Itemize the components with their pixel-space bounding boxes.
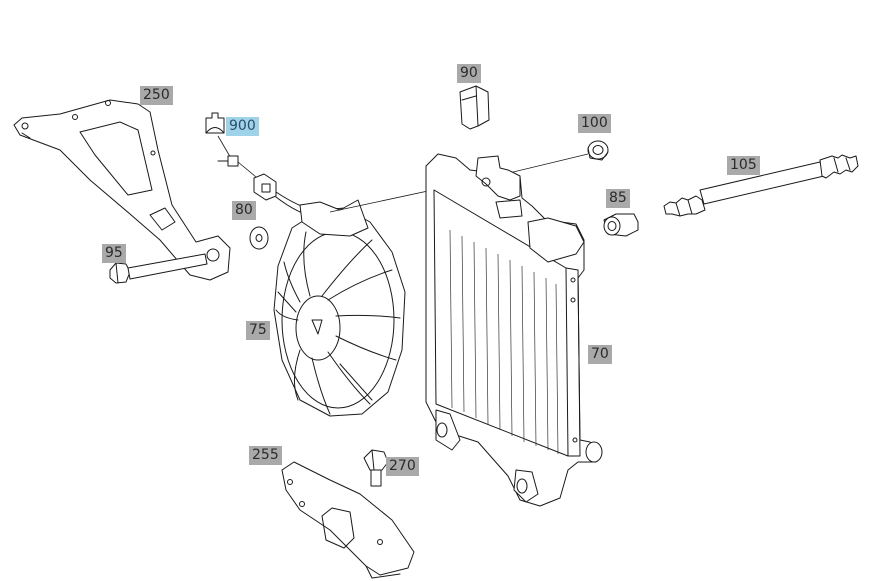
part-70-radiator[interactable] <box>425 153 603 507</box>
callout-95[interactable]: 95 <box>102 244 126 263</box>
part-250-bracket[interactable] <box>13 99 231 281</box>
part-100-nut[interactable] <box>587 140 609 161</box>
part-255-bracket[interactable] <box>281 461 415 579</box>
callout-900[interactable]: 900 <box>226 117 259 136</box>
part-900-sensor[interactable] <box>205 112 321 219</box>
callout-80[interactable]: 80 <box>232 201 256 220</box>
part-90-clip[interactable] <box>459 85 490 130</box>
callout-270[interactable]: 270 <box>386 457 419 476</box>
part-80-washer[interactable] <box>249 226 269 250</box>
callout-75[interactable]: 75 <box>246 321 270 340</box>
callout-70[interactable]: 70 <box>588 345 612 364</box>
callout-105[interactable]: 105 <box>727 156 760 175</box>
callout-100[interactable]: 100 <box>578 114 611 133</box>
callout-90[interactable]: 90 <box>457 64 481 83</box>
callout-255[interactable]: 255 <box>249 446 282 465</box>
part-105-hose[interactable] <box>663 154 859 217</box>
callout-250[interactable]: 250 <box>140 86 173 105</box>
part-85-fitting[interactable] <box>603 213 639 237</box>
callout-85[interactable]: 85 <box>606 189 630 208</box>
part-95-bolt[interactable] <box>109 253 208 284</box>
part-75-fan[interactable] <box>273 199 406 417</box>
part-270-bolt[interactable] <box>363 449 389 487</box>
